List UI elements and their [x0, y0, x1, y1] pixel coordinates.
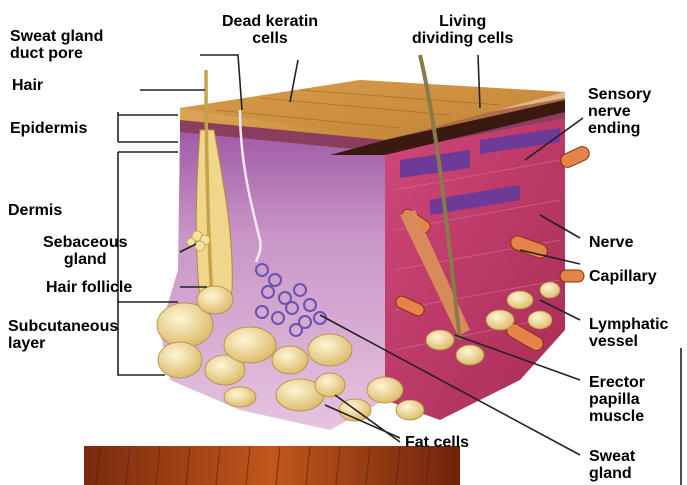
label-hair: Hair — [12, 77, 43, 94]
label-capillary: Capillary — [589, 268, 657, 285]
label-epidermis: Epidermis — [10, 120, 87, 137]
label-nerve: Nerve — [589, 234, 633, 251]
dermis-front-face — [160, 130, 385, 430]
label-erector-papilla-muscle: Erector papilla muscle — [589, 374, 645, 425]
label-sensory-nerve-ending: Sensory nerve ending — [588, 86, 651, 137]
label-hair-follicle: Hair follicle — [46, 279, 132, 296]
label-sweat-gland-duct-pore: Sweat gland duct pore — [10, 28, 103, 62]
muscle-strip — [84, 446, 460, 485]
label-dead-keratin-cells: Dead keratin cells — [222, 13, 318, 47]
label-dermis: Dermis — [8, 202, 62, 219]
label-subcutaneous-layer: Subcutaneous layer — [8, 318, 118, 352]
label-lymphatic-vessel: Lymphatic vessel — [589, 316, 668, 350]
label-sebaceous-gland: Sebaceous gland — [43, 234, 127, 268]
label-sweat-gland: Sweat gland — [589, 448, 635, 482]
label-fat-cells: Fat cells — [405, 434, 469, 451]
dermis-side-face — [385, 110, 565, 420]
label-living-dividing-cells: Living dividing cells — [412, 13, 513, 47]
